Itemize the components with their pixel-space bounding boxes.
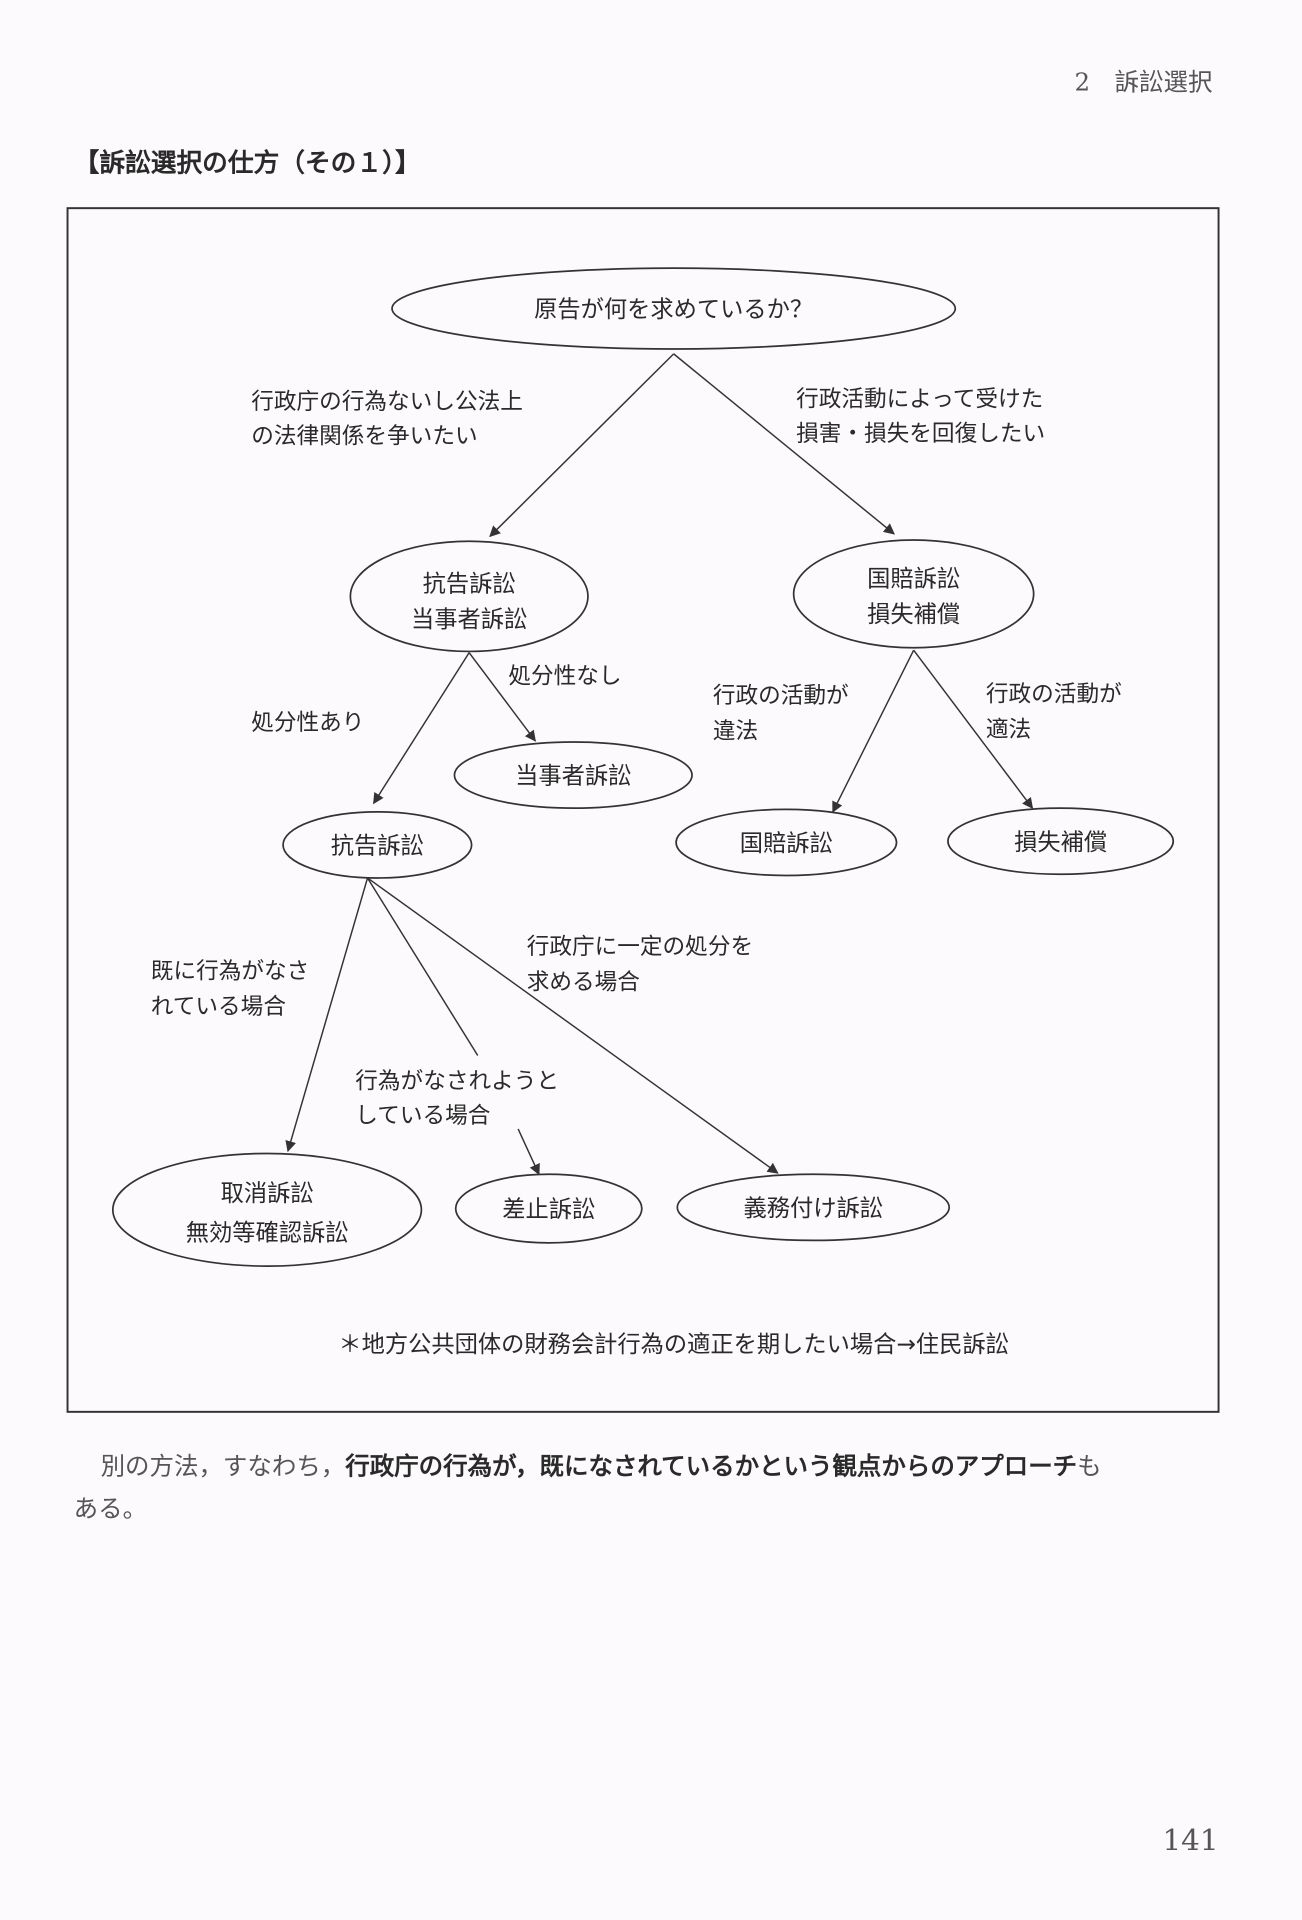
edge-label-right-2: 損害・損失を回復したい: [796, 421, 1045, 447]
node-sonshitsu: [947, 807, 1175, 876]
edge-label-tekihou-1: 行政の活動が: [986, 682, 1122, 708]
edge-label-sude-1: 既に行為がなさ: [151, 958, 310, 984]
node-label: 差止訴訟: [502, 1196, 595, 1223]
node-torikeshi: [111, 1152, 423, 1267]
diagram-frame: [66, 207, 1220, 1413]
arrow-root-left: [489, 353, 675, 538]
arrow-root-right: [673, 353, 895, 535]
node-label: 国賠訴訟: [740, 830, 833, 857]
arrow-shiyou-part2: [517, 1128, 540, 1176]
body-line-2: ある。: [74, 1494, 147, 1523]
running-header: 2 訴訟選択: [1075, 68, 1213, 97]
edge-label-sude-2: れている場合: [151, 994, 286, 1020]
body-plain: 別の方法，すなわち，: [101, 1451, 346, 1480]
node-koukoku: [282, 810, 473, 879]
arrow-shobun-ari: [373, 652, 470, 805]
edge-label-left-1: 行政庁の行為ないし公法上: [251, 389, 523, 415]
edge-label-ittei-2: 求める場合: [527, 969, 640, 995]
body-line-1: 別の方法，すなわち，行政庁の行為が，既になされているかという観点からのアプローチ…: [101, 1451, 1102, 1480]
node-label: 抗告訴訟: [423, 570, 516, 597]
edge-label-shobun-nashi: 処分性なし: [508, 663, 621, 689]
edge-label-shiyou-2: している場合: [355, 1103, 490, 1129]
edge-label-ihou-1: 行政の活動が: [713, 683, 849, 709]
node-sashitome: [454, 1173, 643, 1244]
node-label: 当事者訴訟: [515, 763, 631, 790]
arrow-ittei: [367, 877, 779, 1174]
edge-label-shobun-ari: 処分性あり: [251, 710, 364, 736]
node-label: 国賠訴訟: [867, 566, 960, 593]
node-root-label: 原告が何を求めているか？: [534, 296, 813, 323]
edge-label-tekihou-2: 適法: [986, 717, 1031, 743]
node-label: 義務付け訴訟: [743, 1195, 883, 1222]
node-koukoku-toujisha: [349, 540, 589, 653]
node-label: 損失補償: [867, 601, 960, 628]
body-bold: 行政庁の行為が，既になされているかという観点からのアプローチ: [344, 1451, 1077, 1480]
node-toujisha: [453, 741, 693, 810]
arrow-sude: [285, 877, 369, 1153]
arrow-ihou: [832, 649, 915, 813]
section-title: 【訴訟選択の仕方（その１）】: [74, 147, 421, 178]
node-root: [391, 267, 957, 350]
node-label: 当事者訴訟: [411, 606, 527, 633]
arrow-shobun-nashi: [468, 652, 536, 742]
node-label: 取消訴訟: [221, 1180, 314, 1207]
arrow-shiyou-part1: [366, 877, 479, 1056]
edge-label-right-1: 行政活動によって受けた: [796, 387, 1043, 413]
footnote: ＊地方公共団体の財務会計行為の適正を期したい場合→住民訴訟: [338, 1331, 1008, 1358]
node-gimuzuke: [676, 1173, 951, 1242]
page-number: 141: [1162, 1823, 1218, 1857]
node-label: 損失補償: [1014, 829, 1107, 856]
node-label: 抗告訴訟: [331, 832, 424, 859]
arrow-tekihou: [913, 649, 1034, 810]
edge-label-ittei-1: 行政庁に一定の処分を: [527, 934, 753, 960]
node-kokubai-sonshitsu: [792, 539, 1035, 649]
node-label: 無効等確認訴訟: [186, 1219, 349, 1246]
edge-label-shiyou-1: 行為がなされようと: [355, 1069, 559, 1095]
node-kokubai: [675, 808, 898, 877]
body-tail: も: [1077, 1451, 1101, 1480]
edge-label-left-2: の法律関係を争いたい: [251, 423, 477, 449]
edge-label-ihou-2: 違法: [713, 718, 758, 744]
